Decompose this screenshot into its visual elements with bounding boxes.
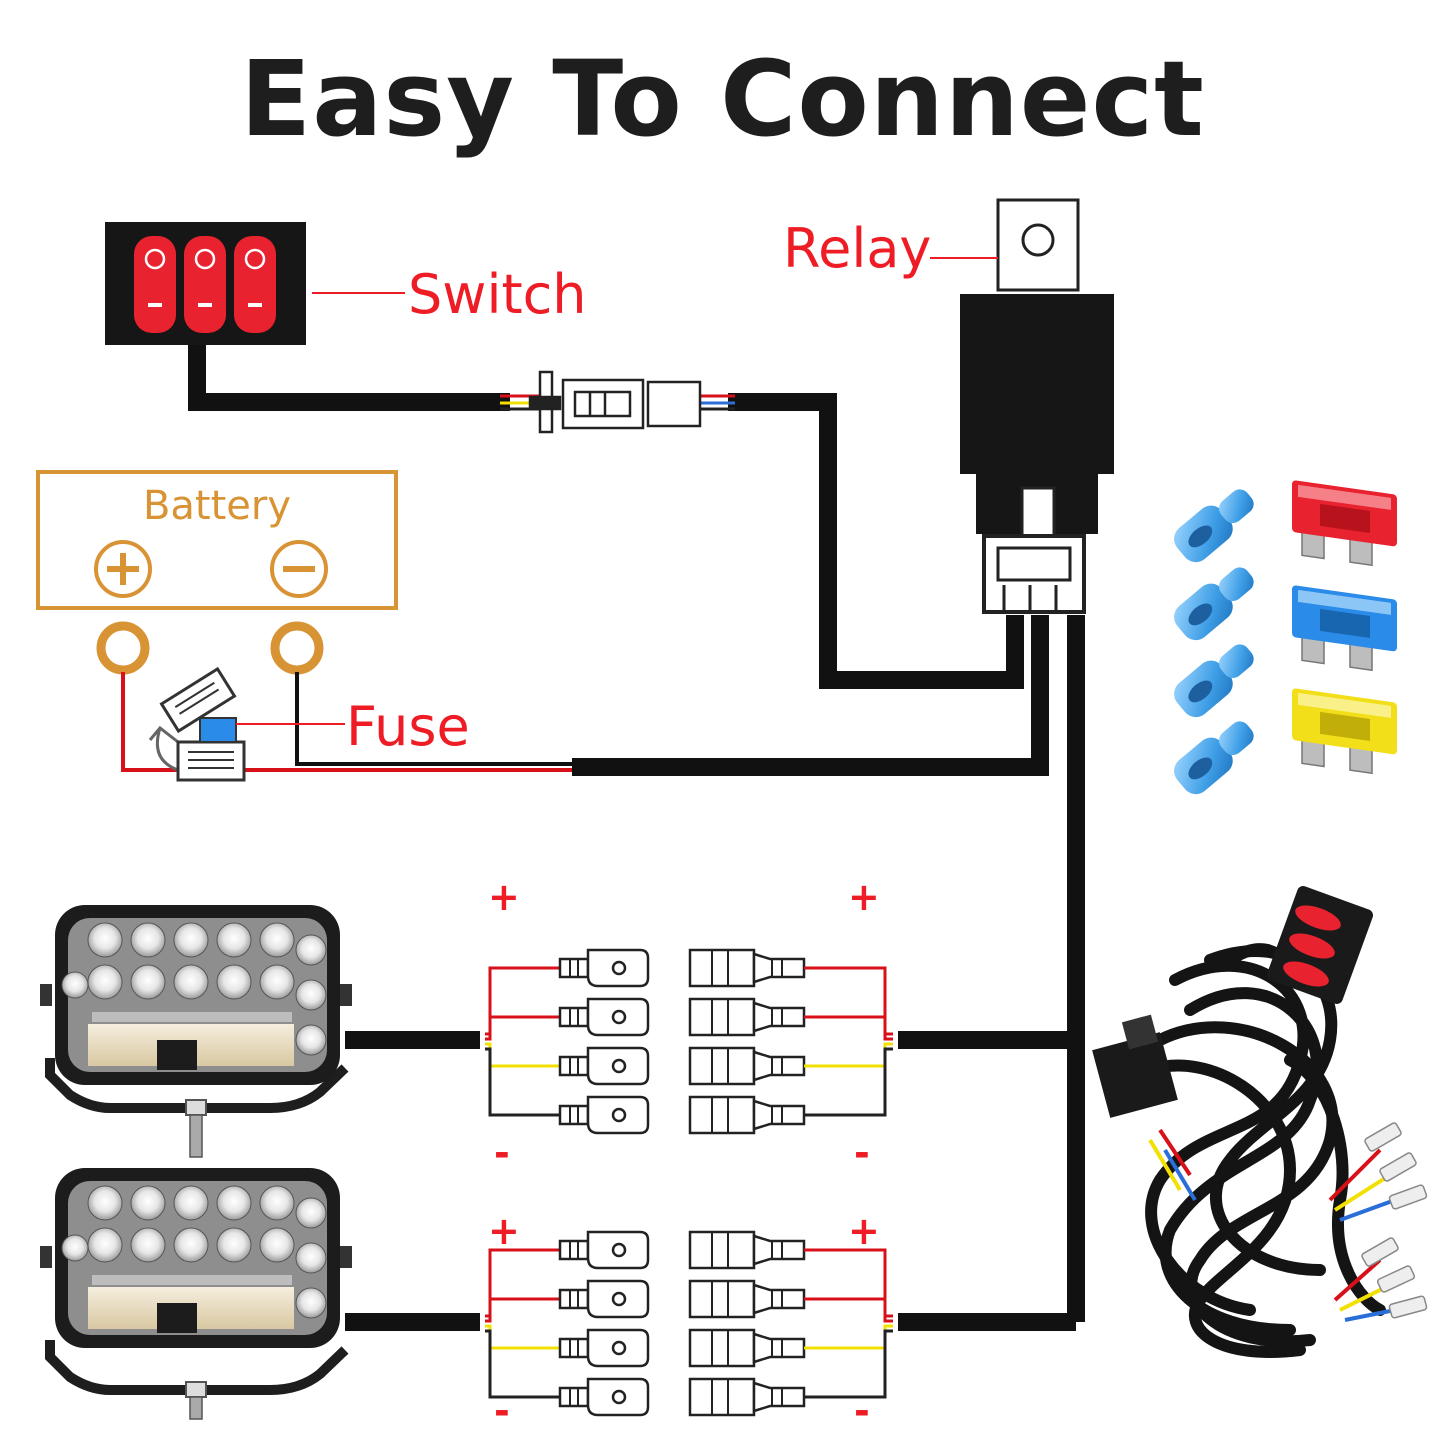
relay [930,198,1114,614]
light2-right-terminal-1 [688,1230,806,1270]
light-pod-1 [40,905,352,1158]
switch-label: Switch [408,263,587,326]
battery-label: Battery [142,483,292,529]
battery [36,470,398,610]
light2-left-wire-3 [485,1324,560,1350]
light1-left-wire-2 [485,1015,560,1041]
light2-left-terminal-2 [558,1279,650,1319]
light2-right-wire-4 [804,1329,893,1399]
battery-negative-icon [270,540,328,598]
connector-to-relay-wire [728,393,1024,689]
light1-right-wire-1 [804,966,893,1036]
light2-right-terminal-4 [688,1377,806,1417]
wiring-harness-photo [1092,886,1428,1358]
light1-terminal-fan [485,948,893,1135]
harness-wire-tails [1148,1128,1396,1322]
light1-left-terminal-1 [558,948,650,988]
light2-left-positive-sign: + [488,1209,520,1253]
light2-left-wire-1 [485,1248,560,1318]
light2-right-terminal-2 [688,1279,806,1319]
page-title: Easy To Connect [240,38,1205,160]
harness-relay [1092,1014,1178,1118]
light2-right-wire-3 [804,1324,893,1350]
light1-right-terminal-3 [688,1046,806,1086]
light1-left-terminal-4 [558,1095,650,1135]
light1-right-terminal-2 [688,997,806,1037]
rocker-switch-3 [234,236,276,333]
switch-harness-wire [188,345,510,411]
positive-ring-terminal [96,621,150,675]
spare-connectors [1174,489,1254,795]
light1-right-wire-3 [804,1042,893,1068]
terminal-fan-groups [485,948,893,1417]
battery-feed-wire [572,615,1049,776]
light2-terminal-fan [485,1230,893,1417]
light1-right-positive-sign: + [848,875,880,919]
light2-left-wire-2 [485,1297,560,1323]
light1-left-wire-1 [485,966,560,1036]
light2-left-terminal-1 [558,1230,650,1270]
light2-right-positive-sign: + [848,1209,880,1253]
relay-label: Relay [783,217,932,280]
light1-left-terminal-3 [558,1046,650,1086]
negative-ring-terminal [270,621,324,675]
switch-panel [105,222,405,345]
fuse-holder [148,666,345,782]
light-pod-2 [40,1168,352,1420]
light2-left-terminal-3 [558,1328,650,1368]
light1-right-terminal-1 [688,948,806,988]
light2-right-negative-sign: - [854,1389,870,1433]
light1-left-negative-sign: - [494,1131,510,1175]
light2-right-wire-2 [804,1297,893,1323]
fuse-label: Fuse [346,695,470,758]
fuse-yellow [1292,688,1397,775]
spare-fuses [1292,480,1397,775]
light1-left-wire-4 [485,1047,560,1117]
battery-wires [121,672,572,772]
fuse-red [1292,480,1397,567]
light1-right-terminal-4 [688,1095,806,1135]
harness-wires [188,345,1085,1331]
light2-right-wire-1 [804,1248,893,1318]
harness-switch-panel [1267,886,1373,1004]
inline-plug-connector [528,370,702,434]
light1-left-terminal-2 [558,997,650,1037]
ring-terminals [96,621,324,675]
light2-left-terminal-4 [558,1377,650,1417]
light1-right-wire-2 [804,1015,893,1041]
light2-left-negative-sign: - [494,1389,510,1433]
rocker-switch-1 [134,236,176,333]
fuse-blue [1292,585,1397,672]
light1-right-negative-sign: - [854,1131,870,1175]
battery-positive-icon [94,540,152,598]
light2-right-terminal-3 [688,1328,806,1368]
rocker-switch-2 [184,236,226,333]
light1-right-wire-4 [804,1047,893,1117]
light1-left-positive-sign: + [488,875,520,919]
light1-left-wire-3 [485,1042,560,1068]
harness-terminals [1361,1122,1428,1319]
light2-left-wire-4 [485,1329,560,1399]
